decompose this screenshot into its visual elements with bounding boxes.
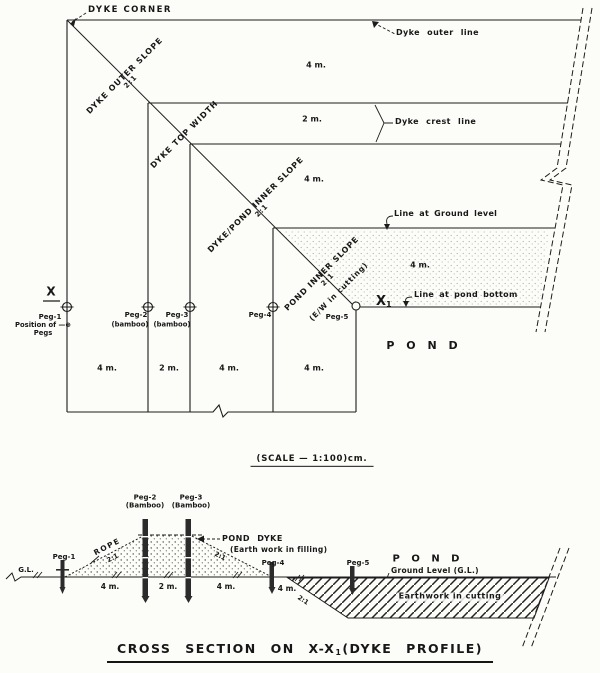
dyke-corner-leader <box>71 12 87 23</box>
dimension-ticks <box>32 571 305 582</box>
peg-4-stake <box>268 562 276 594</box>
plan-view <box>43 7 593 419</box>
plan-peg-5-label: Peg-5 <box>325 313 349 322</box>
peg-5-stake <box>349 566 356 595</box>
band-width-pond: 4 m. <box>410 260 430 270</box>
peg-3-symbol <box>183 300 197 314</box>
earthwork-cutting-label: Earthwork in cutting <box>396 591 504 602</box>
plan-pond-label: P O N D <box>386 338 462 352</box>
pond-dyke-label: POND DYKE <box>222 534 283 543</box>
plan-peg-4-label: Peg-4 <box>248 311 272 320</box>
span-width-2: 2 m. <box>159 363 179 373</box>
plan-leaders <box>43 12 413 307</box>
rope-leader <box>90 555 100 564</box>
band-width-inner: 4 m. <box>304 174 324 184</box>
peg-1-stake <box>56 560 69 594</box>
scale-note: (SCALE — 1:100)cm. <box>250 454 374 468</box>
plan-break-line <box>535 7 593 333</box>
section-end-marker: X1 <box>376 294 392 309</box>
plan-peg-1-label: Peg-1 <box>38 313 62 322</box>
peg-3-stake <box>184 519 193 603</box>
dyke-crest-line-leader <box>374 104 393 143</box>
section-peg-1-label: Peg-1 <box>52 553 76 562</box>
ground-level-leader <box>386 572 390 579</box>
plan-peg-3-label: Peg-3 <box>165 311 189 320</box>
plan-pond-cut-band <box>277 230 549 305</box>
section-stakes <box>56 519 356 603</box>
section-start-marker: X <box>46 284 56 299</box>
span-width-1: 4 m. <box>97 363 117 373</box>
section-measure-4: 4 m. <box>277 583 297 593</box>
dyke-corner-label: DYKE CORNER <box>88 5 172 15</box>
ground-line-leader <box>386 215 394 225</box>
position-note: Position of —⊕ Pegs <box>15 321 71 337</box>
plan-peg-2-material: (bamboo) <box>111 320 149 329</box>
plan-peg-symbols <box>60 300 361 314</box>
section-measure-1: 4 m. <box>100 581 120 591</box>
section-title: CROSS SECTION ON X-X1(DYKE PROFILE) <box>107 642 493 663</box>
dyke-fill <box>65 535 272 577</box>
section-peg-5-label: Peg-5 <box>346 559 370 568</box>
dyke-left-slope <box>64 534 146 578</box>
peg-1-symbol <box>60 300 74 314</box>
peg-4-symbol <box>266 300 280 314</box>
band-width-crest: 2 m. <box>302 114 322 124</box>
peg-2-symbol <box>141 300 155 314</box>
ground-level-label: Ground Level (G.L.) <box>391 566 479 575</box>
plan-bottom-line <box>67 403 356 419</box>
plan-peg-2-label: Peg-2 <box>124 311 148 320</box>
dyke-outer-line-label: Dyke outer line <box>396 28 479 37</box>
gl-label: G.L. <box>18 566 34 575</box>
peg-5-symbol <box>351 301 361 311</box>
corner-diagonal <box>66 19 355 307</box>
band-width-outer: 4 m. <box>306 60 326 70</box>
section-pond-label: P O N D <box>392 553 464 565</box>
section-peg-4-label: Peg-4 <box>261 559 285 568</box>
dyke-outer-line-leader <box>373 22 396 35</box>
peg-2-stake <box>141 519 150 603</box>
section-measure-2: 2 m. <box>158 581 178 591</box>
dyke-crest-line-label: Dyke crest line <box>395 117 477 126</box>
ground-line-label: Line at Ground level <box>394 209 498 218</box>
pond-dyke-sublabel: (Earth work in filling) <box>230 545 328 554</box>
section-measure-3: 4 m. <box>216 581 236 591</box>
pond-bottom-line-label: Line at pond bottom <box>414 290 518 299</box>
plan-peg-3-material: (bamboo) <box>153 320 191 329</box>
span-width-4: 4 m. <box>304 363 324 373</box>
span-width-3: 4 m. <box>219 363 239 373</box>
section-leaders <box>32 535 390 582</box>
section-peg-2-label: Peg-2 (Bamboo) <box>125 493 165 509</box>
section-peg-3-label: Peg-3 (Bamboo) <box>171 493 211 509</box>
